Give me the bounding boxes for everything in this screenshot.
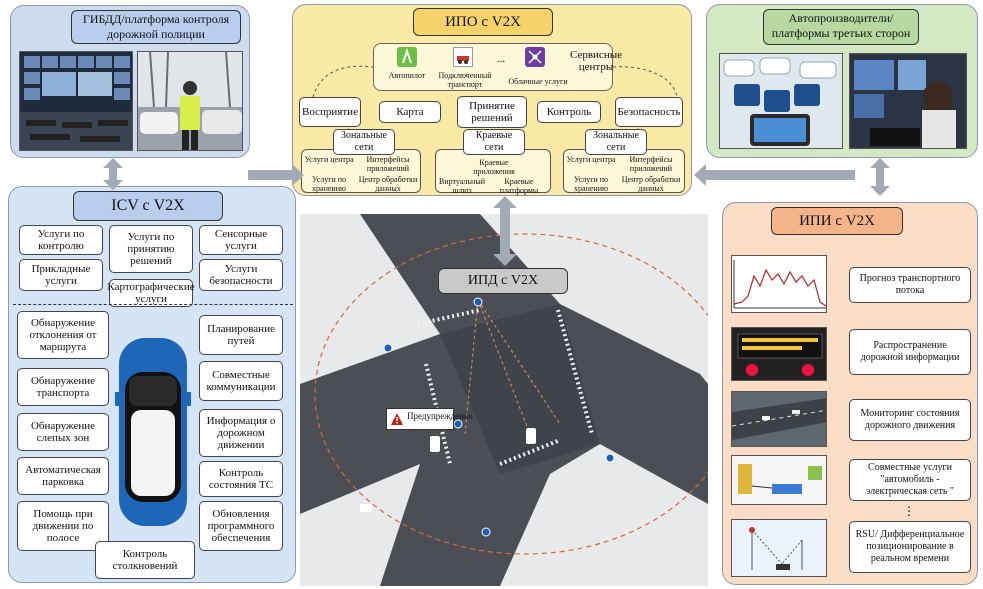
icv-collision-control: Контроль столкновений: [95, 541, 195, 579]
car-top-view-icon: [115, 338, 191, 526]
icv-auto-parking: Автоматическая парковка: [17, 457, 109, 495]
traffic-officer-photo: [137, 51, 243, 151]
icv-map-services: Картографические услуги: [107, 279, 195, 307]
zonal-network-right-group: [563, 149, 685, 193]
control-room-photo: [19, 51, 133, 151]
edge-applications: Краевые приложения: [473, 158, 515, 176]
operator-photo: [849, 53, 967, 149]
icv-decision-services: Услуги по принятию решений: [109, 225, 193, 273]
zonal-right-storage-services: Услуги по хранению: [573, 175, 609, 193]
connected-cars-photo: [719, 53, 843, 149]
ipi-title: ИПИ с V2X: [771, 207, 903, 235]
ipi-rsu-positioning: RSU/ Дифференциальное позиционирование в…: [849, 521, 971, 573]
ipi-v2g: Совместные услуги "автомобиль - электрич…: [849, 459, 971, 501]
icv-blind-spot: Обнаружение слепых зон: [17, 413, 109, 451]
zonal-left-app-interfaces: Интерфейсы приложений: [366, 155, 410, 173]
icv-cooperative-comm: Совместные коммуникации: [199, 361, 283, 401]
zonal-network-right-title: Зональные сети: [585, 129, 647, 155]
icv-traffic-info: Информация о дорожном движении: [199, 409, 283, 457]
icv-vehicle-state: Контроль состояния ТС: [199, 461, 283, 497]
autopilot-icon: [397, 47, 417, 67]
zonal-right-center-services: Услуги центра: [566, 155, 616, 164]
ipo-panel: ИПО с V2X Автопилот Подключенный транспо…: [292, 4, 692, 196]
icv-control-services: Услуги по контролю: [19, 225, 103, 255]
oem-panel: Автопроизводители/платформы третьих стор…: [706, 4, 978, 158]
icv-panel: ICV с V2X Услуги по контролю Услуги по п…: [8, 186, 296, 583]
edge-network-title: Краевые сети: [463, 129, 525, 155]
oem-title: Автопроизводители/платформы третьих стор…: [763, 9, 919, 45]
app-label-more: ...: [496, 53, 506, 65]
icv-divider: [13, 304, 293, 305]
road-monitoring-photo: [731, 391, 827, 447]
layer-map: Карта: [379, 101, 441, 123]
icv-software-updates: Обновления программного обеспечения: [199, 501, 283, 551]
zonal-network-left-title: Зональные сети: [333, 129, 395, 155]
icv-route-deviation: Обнаружение отклонения от маршрута: [17, 311, 109, 359]
icv-applied-services: Прикладные услуги: [19, 259, 103, 291]
app-label-autopilot: Автопилот: [388, 71, 426, 80]
traffic-police-panel: ГИБДД/платформа контроля дорожной полици…: [10, 5, 250, 158]
ipo-title: ИПО с V2X: [413, 8, 553, 36]
connected-transport-icon: [453, 47, 473, 67]
layer-decision: Принятие решений: [457, 96, 527, 128]
zonal-left-center-services: Услуги центра: [304, 155, 354, 164]
layer-security: Безопасность: [615, 97, 683, 127]
warning-sign: Предупреждение: [386, 408, 473, 430]
ipi-road-info: Распространение дорожной информации: [849, 329, 971, 375]
traffic-police-title: ГИБДД/платформа контроля дорожной полици…: [71, 10, 241, 44]
warning-text: Предупреждение: [407, 411, 473, 421]
icv-vehicle-detection: Обнаружение транспорта: [17, 368, 109, 406]
ipi-road-monitoring: Мониторинг состояния дорожного движения: [849, 399, 971, 441]
zonal-left-data-center: Центр обработки данных: [358, 175, 418, 193]
service-centers-label: Сервисные центры: [570, 49, 622, 73]
ipd-title: ИПД с V2X: [438, 268, 568, 294]
zonal-right-app-interfaces: Интерфейсы приложений: [629, 155, 673, 173]
ipi-ellipsis: ⋮: [903, 504, 915, 518]
rsu-positioning-diagram: [731, 519, 827, 577]
edge-virtual-gateway: Виртуальный шлюз: [439, 177, 485, 195]
ipi-panel: ИПИ с V2X Прогноз транспортного потока Р…: [722, 202, 978, 585]
icv-title: ICV с V2X: [73, 191, 223, 221]
edge-platforms: Краевые платформы: [499, 177, 539, 195]
icv-safety-services: Услуги безопасности: [199, 259, 283, 291]
layer-control: Контроль: [537, 101, 601, 123]
zonal-right-data-center: Центр обработки данных: [621, 175, 681, 193]
icv-path-planning: Планирование путей: [199, 315, 283, 355]
cloud-services-icon: [525, 47, 545, 67]
warning-triangle-icon: [391, 413, 403, 425]
traffic-forecast-chart: [731, 255, 827, 313]
vms-sign-photo: [731, 327, 827, 381]
layer-perception: Восприятие: [299, 97, 361, 127]
ipi-traffic-forecast: Прогноз транспортного потока: [849, 267, 971, 303]
app-label-connected-transport: Подключенный транспорт: [438, 71, 492, 89]
zonal-network-left-group: [301, 149, 421, 193]
icv-lane-assist: Помощь при движении по полосе: [17, 501, 109, 551]
zonal-left-storage-services: Услуги по хранению: [311, 175, 347, 193]
icv-sensor-services: Сенсорные услуги: [199, 225, 283, 255]
v2g-diagram: [731, 455, 827, 505]
app-label-cloud-services: Облачные услуги: [508, 77, 568, 86]
